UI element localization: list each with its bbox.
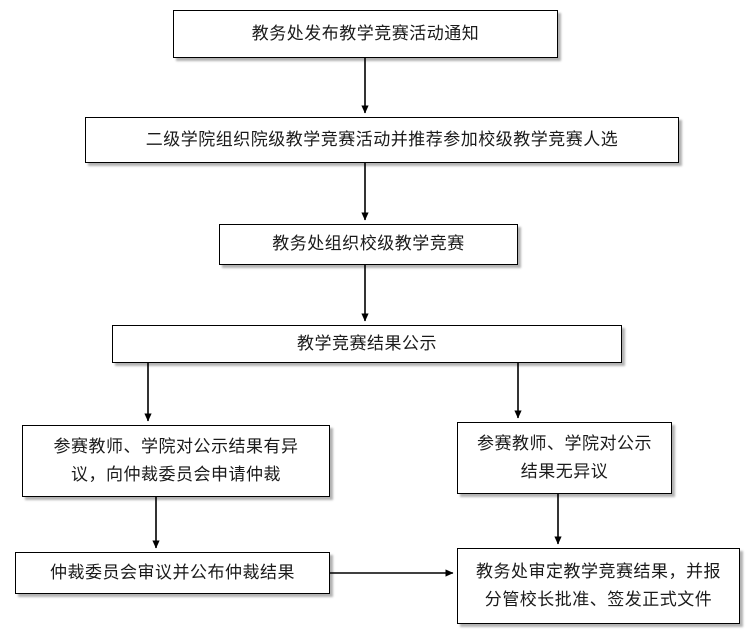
node-college-organizes-contest[interactable]: 二级学院组织院级教学竞赛活动并推荐参加校级教学竞赛人选 — [85, 117, 679, 163]
node-label: 仲裁委员会审议并公布仲裁结果 — [50, 562, 295, 583]
node-label: 参赛教师、学院对公示 结果无异议 — [477, 433, 652, 482]
node-label: 教务处审定教学竞赛结果，并报 分管校长批准、签发正式文件 — [476, 561, 721, 610]
node-objection-apply-arbitration[interactable]: 参赛教师、学院对公示结果有异 议，向仲裁委员会申请仲裁 — [22, 425, 330, 497]
node-label: 教务处组织校级教学竞赛 — [272, 234, 465, 255]
node-label: 参赛教师、学院对公示结果有异 议，向仲裁委员会申请仲裁 — [53, 436, 299, 485]
node-results-announcement[interactable]: 教学竞赛结果公示 — [112, 325, 622, 363]
node-final-approval-document[interactable]: 教务处审定教学竞赛结果，并报 分管校长批准、签发正式文件 — [457, 548, 740, 624]
node-label: 二级学院组织院级教学竞赛活动并推荐参加校级教学竞赛人选 — [145, 129, 619, 150]
node-no-objection[interactable]: 参赛教师、学院对公示 结果无异议 — [457, 422, 672, 494]
node-publish-notice[interactable]: 教务处发布教学竞赛活动通知 — [173, 10, 558, 58]
node-label: 教学竞赛结果公示 — [297, 333, 437, 354]
node-label: 教务处发布教学竞赛活动通知 — [251, 23, 480, 44]
node-arbitration-committee-result[interactable]: 仲裁委员会审议并公布仲裁结果 — [15, 552, 330, 594]
node-academic-affairs-organizes-school-contest[interactable]: 教务处组织校级教学竞赛 — [219, 224, 518, 265]
